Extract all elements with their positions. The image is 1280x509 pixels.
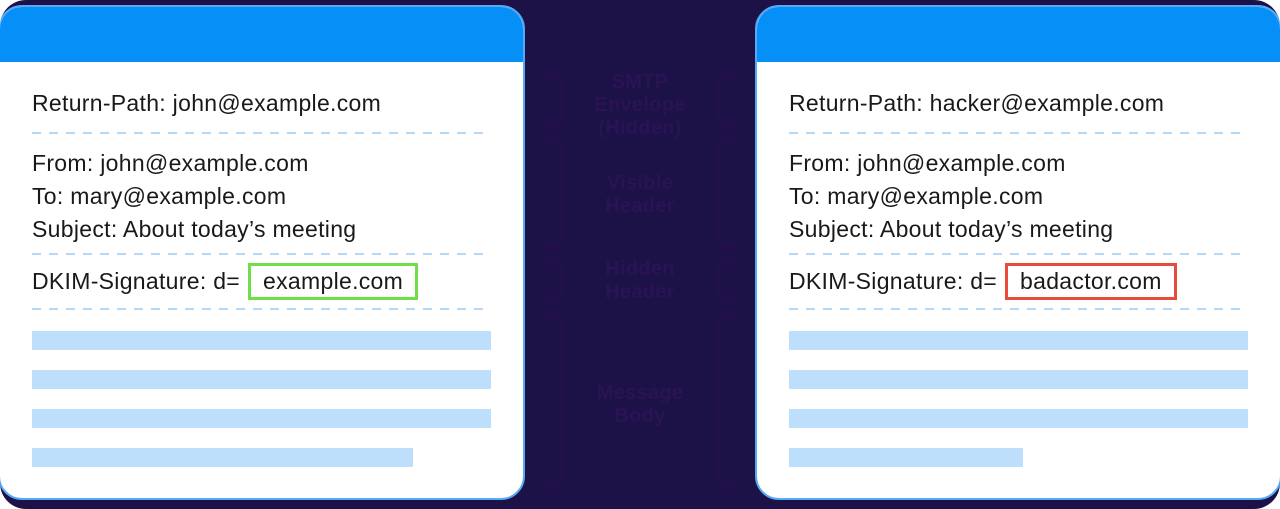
message-body-placeholder — [32, 331, 491, 467]
to-line: To: mary@example.com — [32, 183, 287, 209]
email-card-spoofed: Return-Path: hacker@example.com From: jo… — [755, 5, 1280, 500]
dkim-signature-line: DKIM-Signature: d= badactor.com — [789, 263, 1248, 300]
dkim-domain-box-valid: example.com — [248, 263, 419, 300]
label-line: Message — [596, 382, 684, 404]
dkim-label: DKIM-Signature: d= — [789, 268, 998, 294]
to-line: To: mary@example.com — [789, 183, 1044, 209]
return-path-line: Return-Path: john@example.com — [32, 90, 382, 116]
dashed-divider — [789, 308, 1248, 310]
dashed-divider — [789, 253, 1248, 255]
label-line: Body — [614, 405, 666, 427]
label-line: (Hidden) — [598, 117, 682, 139]
card-header-bar — [0, 7, 523, 62]
redacted-body-line — [789, 331, 1248, 350]
label-line: Header — [605, 195, 675, 217]
dkim-label: DKIM-Signature: d= — [32, 268, 241, 294]
left-bracket-icon — [545, 312, 563, 489]
dkim-domain-box-invalid: badactor.com — [1005, 263, 1177, 300]
email-card-legitimate: Return-Path: john@example.com From: john… — [0, 5, 525, 500]
visible-header-block: From: john@example.com To: mary@example.… — [32, 147, 491, 246]
card-header-bar — [757, 7, 1280, 62]
dkim-signature-line: DKIM-Signature: d= example.com — [32, 263, 491, 300]
subject-line: Subject: About today’s meeting — [32, 216, 357, 242]
label-line: SMTP — [611, 71, 669, 93]
email-headers: Return-Path: john@example.com From: john… — [0, 90, 523, 467]
label-hidden-header: Hidden Header — [555, 258, 725, 304]
label-line: Envelope — [594, 94, 686, 116]
label-line: Header — [605, 281, 675, 303]
right-bracket-icon — [717, 312, 735, 489]
right-bracket-icon — [717, 258, 735, 302]
visible-header-block: From: john@example.com To: mary@example.… — [789, 147, 1248, 246]
label-message-body: Message Body — [555, 382, 725, 428]
redacted-body-line — [789, 409, 1248, 428]
left-bracket-icon — [545, 135, 563, 250]
email-headers: Return-Path: hacker@example.com From: jo… — [757, 90, 1280, 467]
dashed-divider — [32, 308, 491, 310]
left-bracket-icon — [545, 72, 563, 128]
dashed-divider — [789, 132, 1248, 134]
return-path-line: Return-Path: hacker@example.com — [789, 90, 1165, 116]
label-visible-header: Visible Header — [555, 172, 725, 218]
redacted-body-line — [32, 331, 491, 350]
label-line: Visible — [606, 172, 674, 194]
redacted-body-line — [32, 409, 491, 428]
label-line: Hidden — [605, 258, 675, 280]
from-line: From: john@example.com — [789, 150, 1066, 176]
message-body-placeholder — [789, 331, 1248, 467]
left-bracket-icon — [545, 258, 563, 302]
redacted-body-line — [789, 370, 1248, 389]
redacted-body-line — [789, 448, 1024, 467]
right-bracket-icon — [717, 72, 735, 128]
redacted-body-line — [32, 370, 491, 389]
right-bracket-icon — [717, 135, 735, 250]
dashed-divider — [32, 132, 491, 134]
label-smtp-envelope: SMTP Envelope (Hidden) — [555, 71, 725, 140]
redacted-body-line — [32, 448, 413, 467]
dashed-divider — [32, 253, 491, 255]
from-line: From: john@example.com — [32, 150, 309, 176]
subject-line: Subject: About today’s meeting — [789, 216, 1114, 242]
